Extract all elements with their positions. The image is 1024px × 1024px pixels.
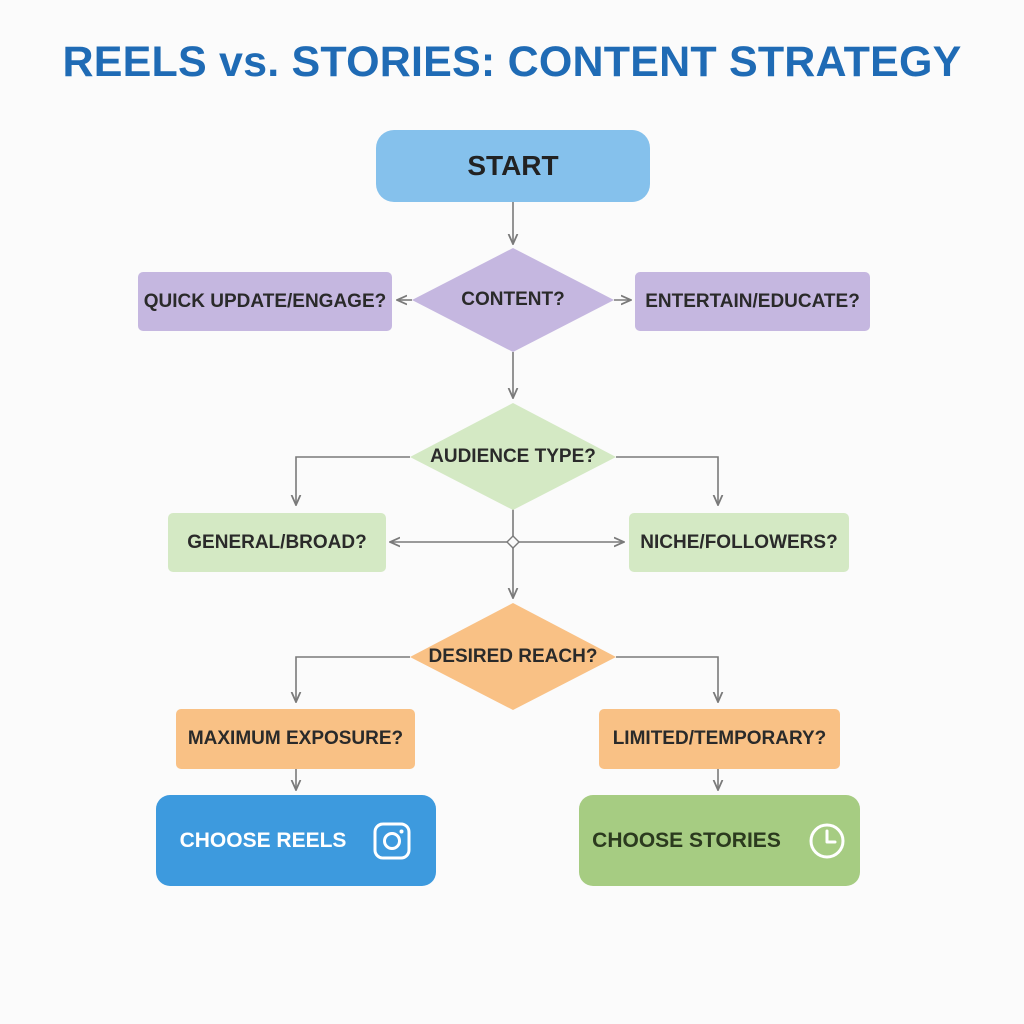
choose-stories-label: CHOOSE STORIES [592,828,781,852]
content-diamond [412,248,614,352]
arrow-audience-general [296,456,410,505]
general-broad-node: GENERAL/BROAD? [168,513,386,572]
audience-diamond [410,403,616,510]
arrow-audience-niche [616,456,718,505]
junction-diamond [506,535,520,549]
start-node: START [376,130,650,202]
arrow-reach-max [296,656,410,702]
entertain-educate-node: ENTERTAIN/EDUCATE? [635,272,870,331]
reach-diamond [410,603,616,710]
page-title: REELS vs. STORIES: CONTENT STRATEGY [62,38,962,86]
arrow-reach-limited [616,656,718,702]
audience-decision-label: AUDIENCE TYPE? [430,446,596,467]
choose-reels-label: CHOOSE REELS [179,828,347,852]
maximum-exposure-node: MAXIMUM EXPOSURE? [176,709,415,769]
instagram-camera-icon [372,821,412,861]
content-decision-label: CONTENT? [461,289,565,310]
choose-reels-node: CHOOSE REELS [156,795,436,886]
reach-decision-label: DESIRED REACH? [428,646,598,667]
clock-icon [807,821,847,861]
quick-update-node: QUICK UPDATE/ENGAGE? [138,272,392,331]
niche-followers-node: NICHE/FOLLOWERS? [629,513,849,572]
limited-temporary-node: LIMITED/TEMPORARY? [599,709,840,769]
choose-stories-node: CHOOSE STORIES [579,795,860,886]
